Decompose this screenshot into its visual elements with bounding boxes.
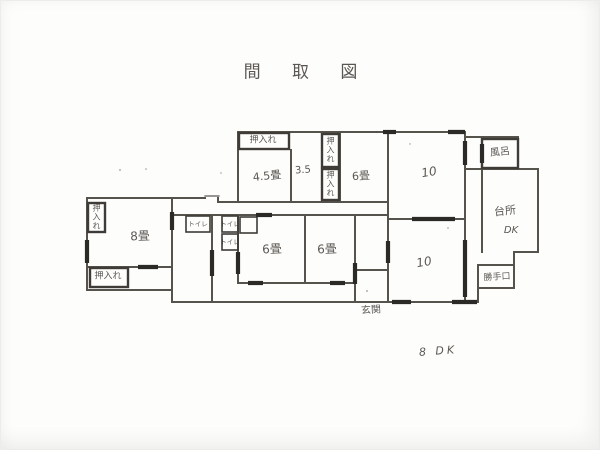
room-label-10-north: 10 xyxy=(420,163,438,181)
plan-summary-note: 8 DK xyxy=(418,343,458,359)
room-label-kitchen: 台所 xyxy=(493,203,517,219)
closet-label-north-column-upper: 押入れ xyxy=(326,136,335,164)
wall-lines xyxy=(86,131,539,303)
room-label-8-tatami: 8畳 xyxy=(129,228,151,244)
room-label-bath: 風呂 xyxy=(489,145,511,160)
room-label-3-5: 3.5 xyxy=(294,164,312,177)
closet-boxes xyxy=(86,131,520,289)
room-label-kitchen-dk: DK xyxy=(503,225,519,236)
closet-label-west-upper: 押入れ xyxy=(92,203,101,231)
room-label-6-tatami-center-left: 6畳 xyxy=(261,241,283,257)
room-label-back-door: 勝手口 xyxy=(483,271,511,284)
plan-title: 間 取 図 xyxy=(243,62,371,83)
room-label-4-5-tatami: 4.5畳 xyxy=(252,168,282,184)
paper-specks xyxy=(119,143,449,292)
room-label-6-tatami-north: 6畳 xyxy=(351,168,371,184)
closet-label-west-lower: 押入れ xyxy=(94,271,122,282)
room-label-6-tatami-center-right: 6畳 xyxy=(316,241,338,257)
closet-label-north-column-lower: 押入れ xyxy=(326,170,335,198)
room-label-toilet-3: トイレ xyxy=(220,237,240,246)
closet-label-north-top: 押入れ xyxy=(249,135,277,146)
door-marks xyxy=(84,129,485,305)
room-label-toilet-1: トイレ xyxy=(188,219,208,228)
room-label-entrance: 玄関 xyxy=(360,304,382,317)
room-label-10-south: 10 xyxy=(415,253,433,271)
room-label-toilet-2: トイレ xyxy=(220,219,240,228)
